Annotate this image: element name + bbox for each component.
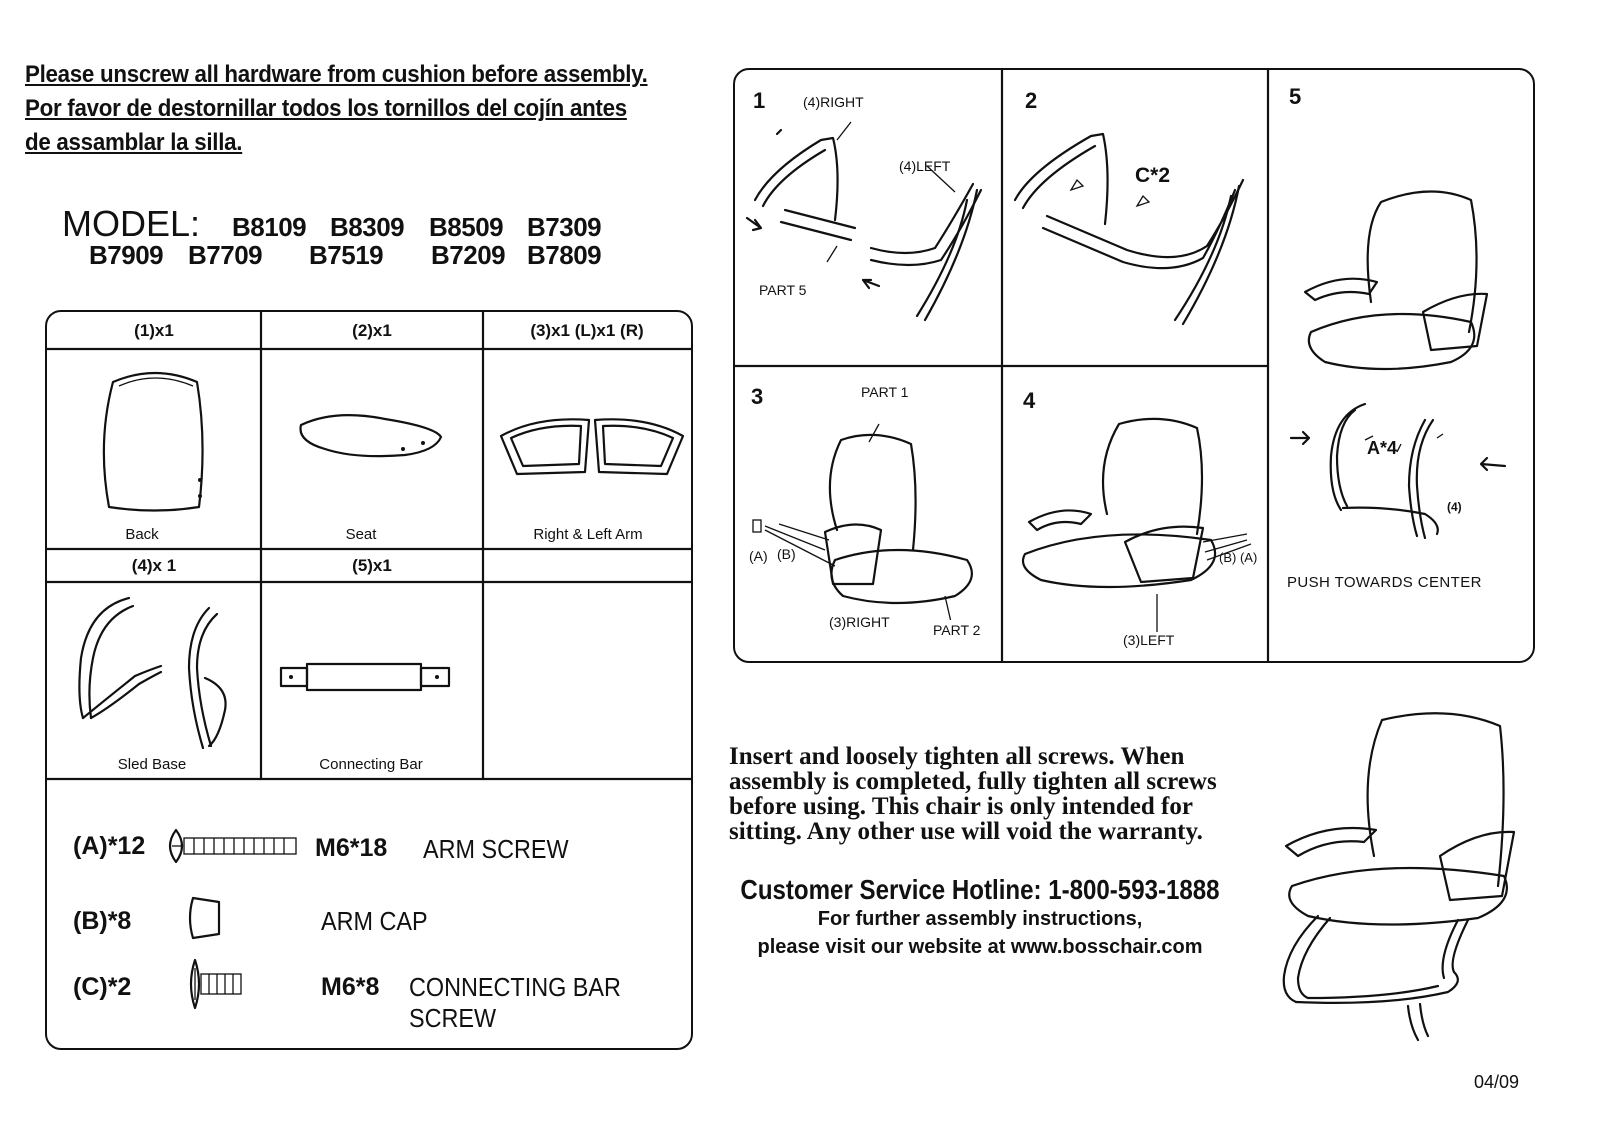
hardware-desc: ARM CAP [321,906,428,936]
model-number: B7309 [527,212,602,242]
seat-cushion-illustration [299,414,443,458]
model-number: B7909 [89,240,164,270]
warning-line-1: Please unscrew all hardware from cushion… [25,61,648,88]
connecting-bar-illustration [279,662,451,692]
model-number: B8309 [330,212,405,242]
step1-right-label: (4)RIGHT [803,94,864,110]
model-number: B7809 [527,240,602,270]
assembled-chair-illustration [1282,712,1516,1042]
arms-illustration [499,418,685,476]
step2-illustration [1013,132,1245,326]
model-number: B7519 [309,240,384,270]
step3-part2-label: PART 2 [933,622,981,638]
sled-base-illustration [78,596,227,750]
step5-part-label: (4) [1447,500,1462,514]
model-label: MODEL: [62,203,201,244]
assembly-notice: Insert and loosely tighten all screws. W… [729,744,1217,844]
step2-screw-label: C*2 [1135,164,1171,187]
step-number: 1 [753,88,766,113]
step3-chair-illustration [752,423,973,620]
notice-line: Insert and loosely tighten all screws. W… [729,743,1185,770]
step1-left-label: (4)LEFT [899,158,951,174]
warning-line-3: de assamblar la silla. [25,129,243,156]
notice-line: before using. This chair is only intende… [729,793,1193,820]
back-cushion-illustration [102,371,204,512]
step-number: 5 [1289,84,1302,109]
part-caption: Back [125,526,159,543]
warning-text: Please unscrew all hardware from cushion… [25,58,648,160]
parts-grid-lines [47,312,691,781]
revision-date: 04/09 [1474,1072,1520,1092]
part-caption: Sled Base [117,756,187,773]
notice-line: assembly is completed, fully tighten all… [729,768,1217,795]
step-number: 2 [1025,88,1038,113]
support-website-line: please visit our website at www.bosschai… [757,936,1203,958]
part-header: (5)x1 [352,556,392,575]
step3-a-label: (A) [749,548,768,564]
hardware-code: M6*18 [315,834,388,862]
hardware-qty: (C)*2 [73,973,132,1001]
support-line: For further assembly instructions, [817,908,1143,930]
arm-cap-icon [188,896,221,940]
model-number: B7709 [188,240,263,270]
part-header: (2)x1 [352,321,392,340]
part-caption: Connecting Bar [319,756,423,773]
part-caption: Seat [345,526,377,543]
step5-chair-illustration [1303,190,1489,371]
hardware-desc: CONNECTING BAR SCREW [409,972,621,1033]
step4-left-label: (3)LEFT [1123,632,1175,648]
step-number: 4 [1023,388,1036,413]
warning-line-2: Por favor de destornillar todos los torn… [25,95,627,122]
model-number: B7209 [431,240,506,270]
step4-ba-label: (B) (A) [1219,550,1258,565]
part-header: (3)x1 (L)x1 (R) [530,321,644,340]
part-header: (4)x 1 [131,556,177,575]
hardware-desc: ARM SCREW [423,834,569,864]
step1-illustration [745,121,983,322]
hardware-qty: (A)*12 [73,832,146,860]
part-caption: Right & Left Arm [533,526,643,543]
model-number: B8109 [232,212,307,242]
step-number: 3 [751,384,764,409]
connecting-bar-screw-icon [189,958,242,1010]
step3-b-label: (B) [777,546,796,562]
parts-list-box: (1)x1 (2)x1 (3)x1 (L)x1 (R) (4)x 1 (5)x1… [45,310,693,1050]
notice-line: sitting. Any other use will void the war… [729,818,1203,845]
step3-part1-label: PART 1 [861,384,909,400]
part-header: (1)x1 [134,321,174,340]
step3-right-label: (3)RIGHT [829,614,890,630]
step1-part-label: PART 5 [759,282,807,298]
assembly-steps-box: 1 (4)RIGHT (4)LEFT PART 5 2 C*2 3 PART 1… [733,68,1535,663]
step5-base-illustration [1289,402,1507,540]
step4-chair-illustration [1021,417,1252,632]
step5-screw-label: A*4 [1367,438,1398,458]
hardware-code: M6*8 [321,973,380,1001]
hotline-text: Customer Service Hotline: 1-800-593-1888 [740,874,1220,905]
steps-grid-lines [735,70,1270,661]
arm-screw-icon [168,828,297,864]
model-number: B8509 [429,212,504,242]
hardware-qty: (B)*8 [73,907,132,935]
step5-push-text: PUSH TOWARDS CENTER [1287,574,1482,591]
